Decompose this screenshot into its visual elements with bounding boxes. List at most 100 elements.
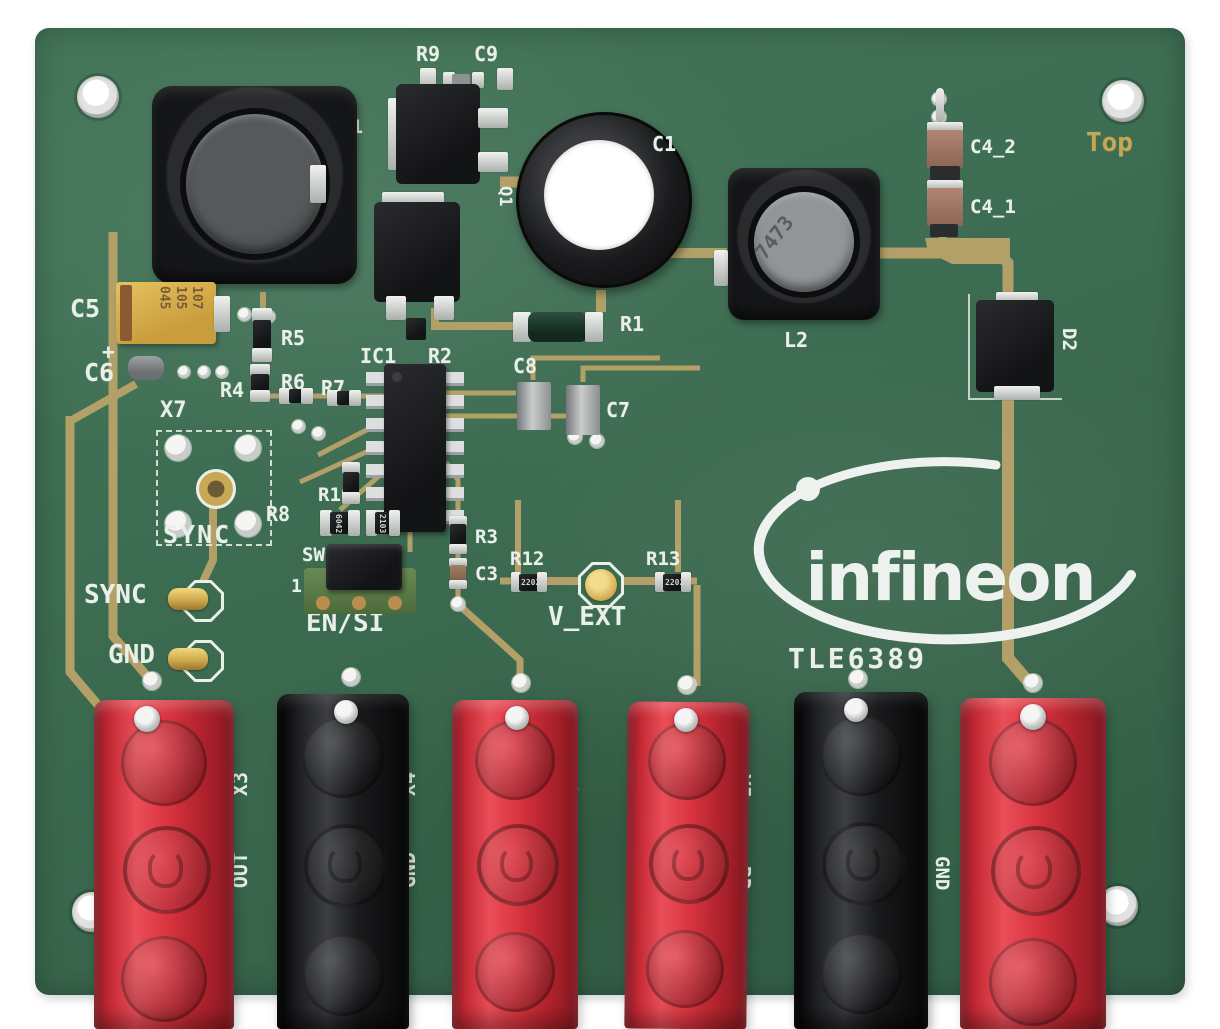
label-c7: C7: [606, 398, 631, 422]
label-sync-tp: SYNC: [84, 580, 147, 610]
label-gnd-2: GND: [931, 856, 953, 891]
label-x7: X7: [160, 398, 187, 423]
terminal-x6-so[interactable]: [452, 700, 578, 1029]
x7-center-pad: [196, 469, 236, 509]
r11-code: 2103: [378, 514, 387, 534]
pad: [252, 308, 272, 322]
pad: [250, 364, 270, 376]
inductor-l1: [152, 86, 357, 284]
resistor-r1: [528, 312, 588, 342]
label-v-ext: V_EXT: [548, 602, 627, 632]
c5-marking: 107 105 045: [156, 286, 205, 310]
pin-hole: [678, 676, 696, 694]
terminal-x4-screw[interactable]: [334, 700, 358, 724]
label-c3: C3: [475, 563, 498, 585]
label-r3: R3: [475, 526, 498, 548]
terminal-right[interactable]: [960, 698, 1106, 1029]
pad: [513, 312, 531, 342]
label-r12: R12: [510, 548, 545, 570]
resistor-r2: [406, 318, 426, 340]
terminal-x3-out[interactable]: [94, 700, 234, 1029]
label-r8: R8: [266, 502, 291, 526]
r12-code: 2202: [521, 578, 541, 587]
l1-pad: [310, 165, 326, 203]
capacitor-c4_1: [927, 188, 963, 226]
pad: [348, 510, 360, 536]
label-sw1-pin1: 1: [291, 576, 302, 597]
q1-pin: [434, 296, 454, 320]
label-r13: R13: [646, 548, 681, 570]
solder: [930, 166, 960, 180]
x7-pad: [235, 435, 261, 461]
mounting-hole: [77, 76, 119, 118]
mounting-hole: [1102, 80, 1144, 122]
label-c6: C6: [84, 358, 115, 387]
label-c1: C1: [652, 132, 677, 156]
test-pin: [936, 88, 944, 122]
via: [590, 434, 604, 448]
label-x7-sync: SYNC: [163, 520, 232, 549]
capacitor-c5: 107 105 045: [116, 282, 216, 344]
terminal-gnd2[interactable]: [794, 692, 928, 1029]
label-r5: R5: [281, 326, 306, 350]
l2-marking: 7473: [749, 210, 799, 264]
infineon-logo: infineon: [753, 457, 1136, 645]
sync-pin: [168, 588, 208, 610]
pad: [389, 510, 400, 536]
logo-dot: [796, 477, 820, 501]
capacitor-c7: [566, 385, 600, 435]
d1-pin: [478, 108, 508, 128]
pad: [342, 492, 360, 504]
x7-pad: [235, 511, 261, 537]
label-l2: L2: [784, 328, 809, 352]
resistor-r3: [450, 524, 466, 546]
terminal-x5-screw[interactable]: [674, 708, 698, 732]
d2-pin: [994, 386, 1040, 400]
pad: [449, 558, 467, 567]
via: [198, 366, 210, 378]
capacitor-c8: [517, 382, 551, 430]
x7-pad: [165, 435, 191, 461]
label-c5: C5: [70, 294, 101, 323]
r10-code: 6042: [334, 514, 343, 534]
capacitor-c6: [128, 356, 164, 380]
ic1-pins-right: [446, 372, 464, 526]
ic1-pins-left: [366, 372, 384, 526]
d1-pin: [478, 152, 508, 172]
label-c8: C8: [513, 354, 538, 378]
pad: [511, 572, 521, 592]
terminal-x4-gnd[interactable]: [277, 694, 409, 1029]
label-gnd-tp: GND: [108, 640, 155, 670]
via: [216, 366, 228, 378]
label-c4_1: C4_1: [970, 196, 1016, 218]
pad: [252, 348, 272, 362]
terminal-gnd2-screw[interactable]: [844, 698, 868, 722]
jumper-cap[interactable]: [326, 544, 402, 590]
pad: [214, 296, 230, 332]
q1-pin: [386, 296, 406, 320]
terminal-x5-rd[interactable]: [624, 701, 750, 1029]
pad: [585, 312, 603, 342]
pad: [449, 516, 467, 526]
label-c9: C9: [474, 42, 499, 66]
label-d2: D2: [1058, 328, 1080, 351]
r13-code: 2202: [665, 578, 685, 587]
label-r9: R9: [416, 42, 441, 66]
label-q1: Q1: [495, 186, 515, 207]
pad: [449, 544, 467, 554]
label-top-side: Top: [1086, 128, 1133, 158]
label-r1: R1: [620, 312, 645, 336]
resistor-r12: [519, 574, 539, 591]
label-c4_2: C4_2: [970, 136, 1016, 158]
terminal-right-screw[interactable]: [1020, 704, 1046, 730]
resistor-r10: [330, 512, 350, 534]
resistor-r4: [251, 374, 269, 392]
resistor-r13: [663, 574, 683, 591]
via: [312, 427, 325, 440]
terminal-x3-screw[interactable]: [134, 706, 160, 732]
terminal-x6-screw[interactable]: [505, 706, 529, 730]
pad: [927, 180, 963, 190]
pin-hole: [849, 670, 867, 688]
l2-pad: [714, 250, 728, 286]
